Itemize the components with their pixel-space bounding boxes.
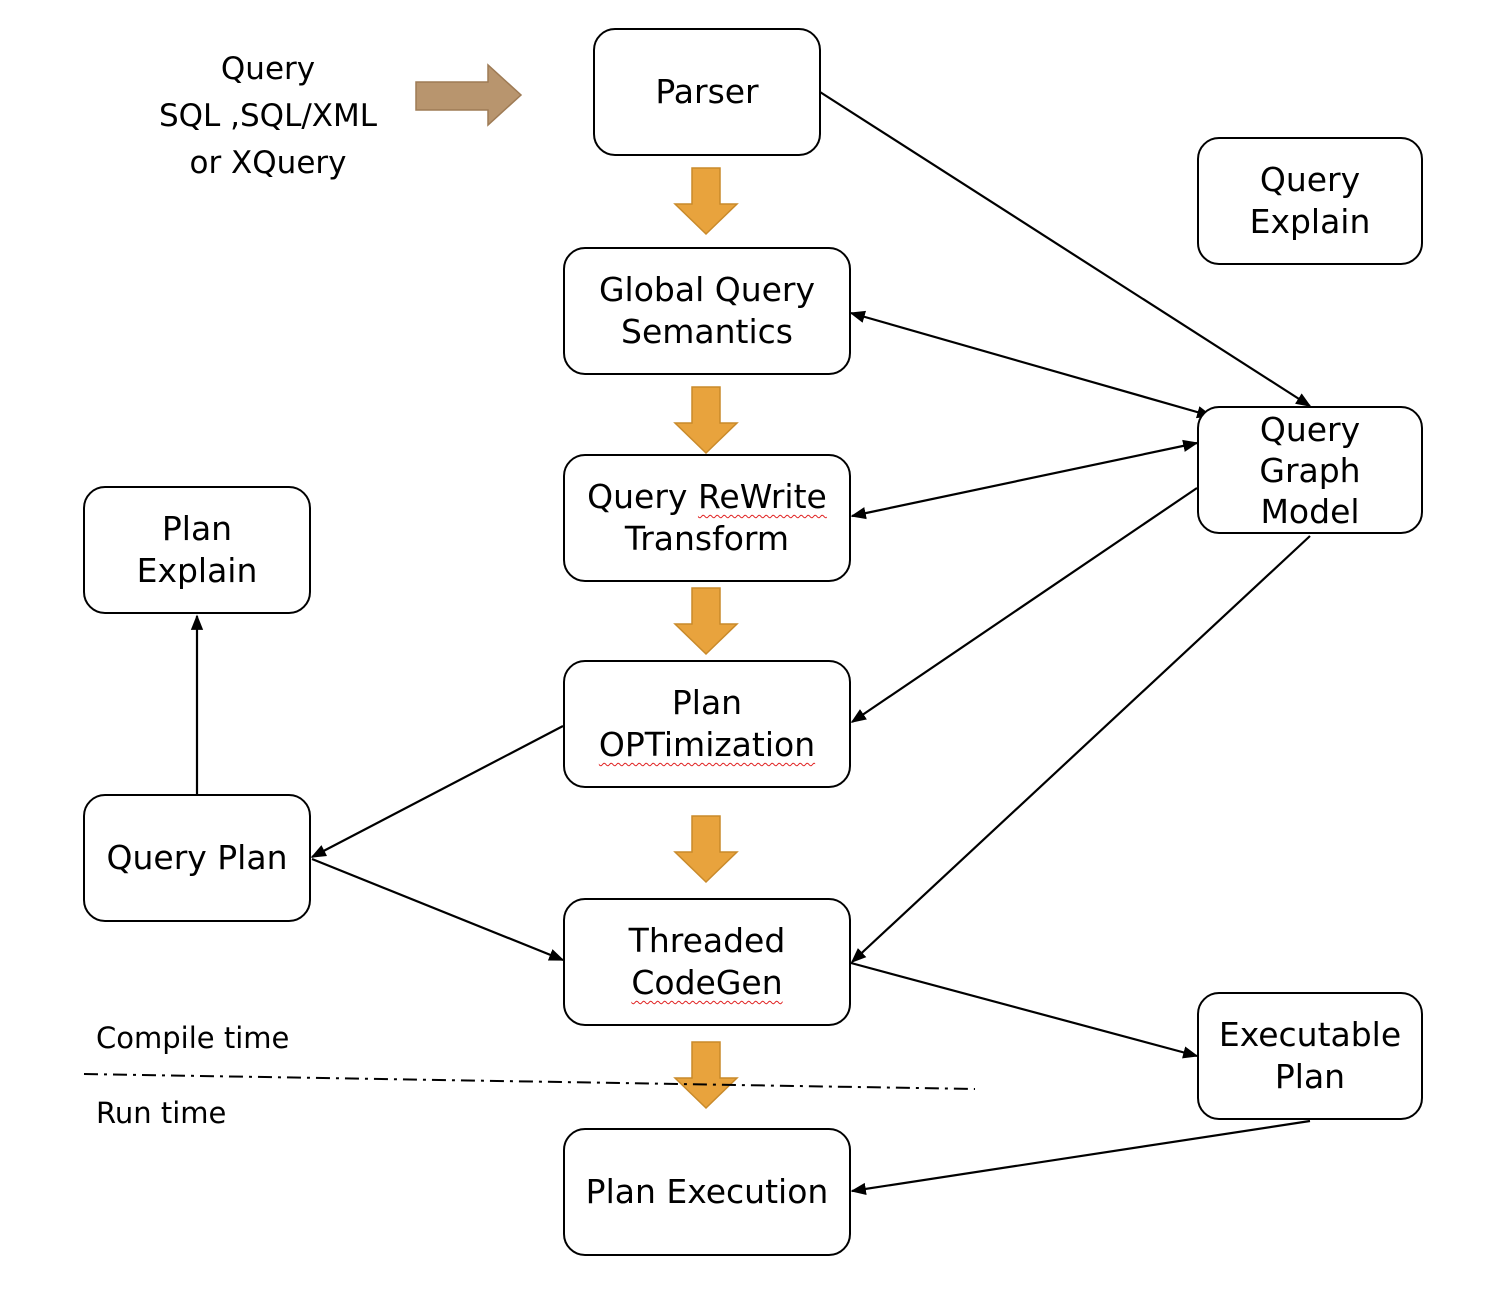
node-plan-explain-line-2: Explain <box>136 551 258 590</box>
edge-executable-plan-to-execution <box>850 1119 1311 1195</box>
run-time-label: Run time <box>96 1096 227 1130</box>
node-query-graph-model-line-2: Graph <box>1259 450 1361 490</box>
node-query-explain: Query Explain <box>1197 137 1423 265</box>
connectors <box>190 91 1312 1195</box>
edge-qgm-to-rewrite <box>850 439 1199 520</box>
flow-arrow-codegen-to-execution <box>673 1041 739 1110</box>
node-query-rewrite-transform: Query ReWrite Transform <box>563 454 851 582</box>
node-threaded-codegen-line-2: CodeGen <box>631 963 783 1002</box>
node-plan-explain: Plan Explain <box>83 486 311 614</box>
input-line-1: Query <box>220 51 316 87</box>
node-query-graph-model-line-3: Model <box>1260 491 1360 531</box>
edge-query-plan-to-codegen <box>311 857 565 962</box>
input-query-label: Query SQL ,SQL/XML or XQuery <box>148 46 388 187</box>
node-query-rewrite-line-1-text: Query ReWrite <box>587 477 827 516</box>
compile-time-label: Compile time <box>96 1021 290 1055</box>
flow-arrow-semantics-to-rewrite <box>673 386 739 455</box>
node-query-rewrite-line-2: Transform <box>624 519 790 558</box>
node-query-explain-line-1: Query <box>1259 160 1361 199</box>
node-plan-optimization-line-2: OPTimization <box>598 725 816 764</box>
node-query-explain-line-2: Explain <box>1249 202 1371 241</box>
edge-qgm-to-optimization <box>850 487 1198 723</box>
input-arrow <box>415 63 523 127</box>
input-line-3: or XQuery <box>189 145 347 181</box>
node-executable-plan-line-1: Executable <box>1218 1015 1402 1054</box>
node-plan-execution-label: Plan Execution <box>585 1172 829 1211</box>
node-global-query-semantics-line-2: Semantics <box>621 312 793 351</box>
node-query-plan: Query Plan <box>83 794 311 922</box>
node-parser-label: Parser <box>655 72 759 111</box>
node-query-plan-label: Query Plan <box>106 838 288 877</box>
flow-arrow-optimization-to-codegen <box>673 815 739 884</box>
node-threaded-codegen: Threaded CodeGen <box>563 898 851 1026</box>
edge-optimization-to-query-plan <box>310 725 564 858</box>
node-plan-optimization-line-1: Plan <box>671 683 743 722</box>
node-global-query-semantics: Global Query Semantics <box>563 247 851 375</box>
compile-run-separator <box>83 1073 976 1090</box>
node-executable-plan-line-2: Plan <box>1274 1057 1346 1096</box>
node-parser: Parser <box>593 28 821 156</box>
node-query-rewrite-line-1: Query ReWrite <box>587 476 827 518</box>
edge-parser-to-qgm <box>819 91 1312 407</box>
node-global-query-semantics-line-1: Global Query <box>598 270 816 309</box>
node-query-graph-model-line-1: Query <box>1259 409 1361 449</box>
rewrite-spellcheck-word: ReWrite <box>697 477 827 516</box>
node-threaded-codegen-line-1: Threaded <box>628 921 786 960</box>
flow-arrow-parser-to-semantics <box>673 167 739 236</box>
node-executable-plan: Executable Plan <box>1197 992 1423 1120</box>
flow-arrow-rewrite-to-optimization <box>673 587 739 656</box>
edge-semantics-qgm <box>849 310 1213 419</box>
node-plan-optimization: Plan OPTimization <box>563 660 851 788</box>
edge-qgm-to-codegen <box>850 535 1311 964</box>
edge-codegen-to-executable-plan <box>850 961 1199 1059</box>
node-query-graph-model: Query Graph Model <box>1197 406 1423 534</box>
input-line-2: SQL ,SQL/XML <box>158 98 378 134</box>
node-plan-execution: Plan Execution <box>563 1128 851 1256</box>
flow-arrows <box>673 167 739 1110</box>
node-plan-explain-line-1: Plan <box>161 509 233 548</box>
